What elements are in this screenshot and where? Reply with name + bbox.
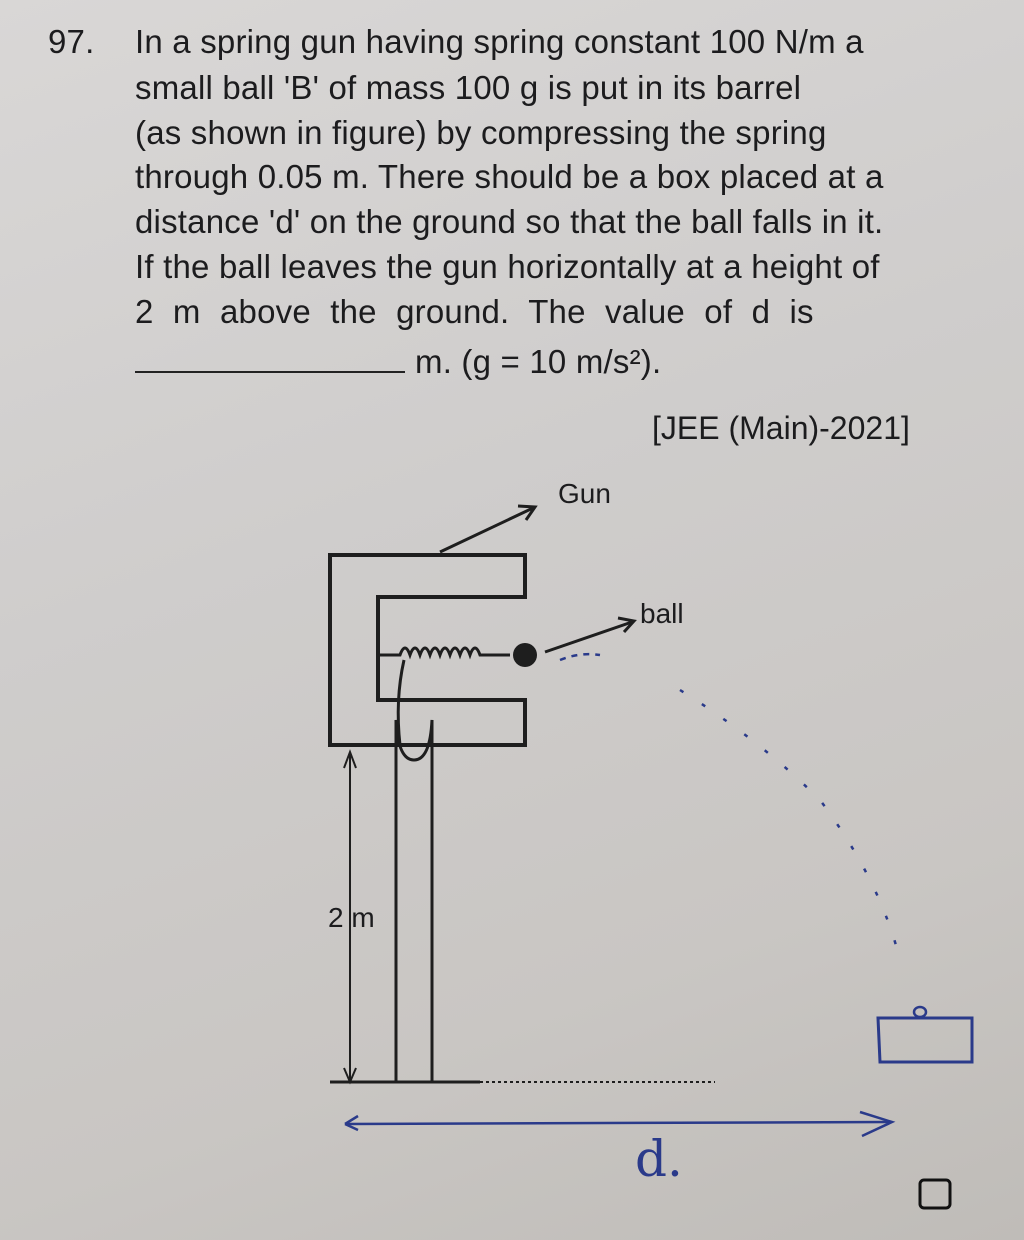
- question-line: (as shown in figure) by compressing the …: [135, 114, 827, 151]
- distance-arrow: [344, 1120, 891, 1126]
- handwritten-d: d.: [635, 1130, 683, 1188]
- gun-pointer-arrow: [439, 506, 534, 554]
- box: [876, 1016, 974, 1064]
- ball-pointer-arrow: [544, 620, 633, 654]
- height-label: 2 m: [328, 902, 375, 933]
- question-number: 97.: [48, 23, 95, 60]
- question-line: distance 'd' on the ground so that the b…: [135, 203, 884, 240]
- question-line: through 0.05 m. There should be a box pl…: [135, 158, 884, 195]
- answer-blank: [135, 341, 405, 373]
- question-line: 2 m above the ground. The value of d is: [135, 293, 814, 330]
- ball: [513, 643, 537, 667]
- handwritten-annotations: [344, 652, 974, 1210]
- spring: [380, 646, 510, 660]
- ball-label: ball: [640, 598, 684, 629]
- trigger-loop: [396, 659, 406, 746]
- question-line: In a spring gun having spring constant 1…: [135, 23, 864, 60]
- gun-stand: [394, 719, 434, 1082]
- height-arrow-head-bottom: [343, 1067, 357, 1085]
- gun-label: Gun: [558, 478, 611, 509]
- height-arrow-head-top: [343, 749, 357, 769]
- question-line: If the ball leaves the gun horizontally …: [135, 248, 880, 285]
- question-line: small ball 'B' of mass 100 g is put in i…: [135, 69, 802, 106]
- question-last-line: m. (g = 10 m/s²).: [415, 343, 662, 380]
- exam-source: [JEE (Main)-2021]: [652, 410, 910, 446]
